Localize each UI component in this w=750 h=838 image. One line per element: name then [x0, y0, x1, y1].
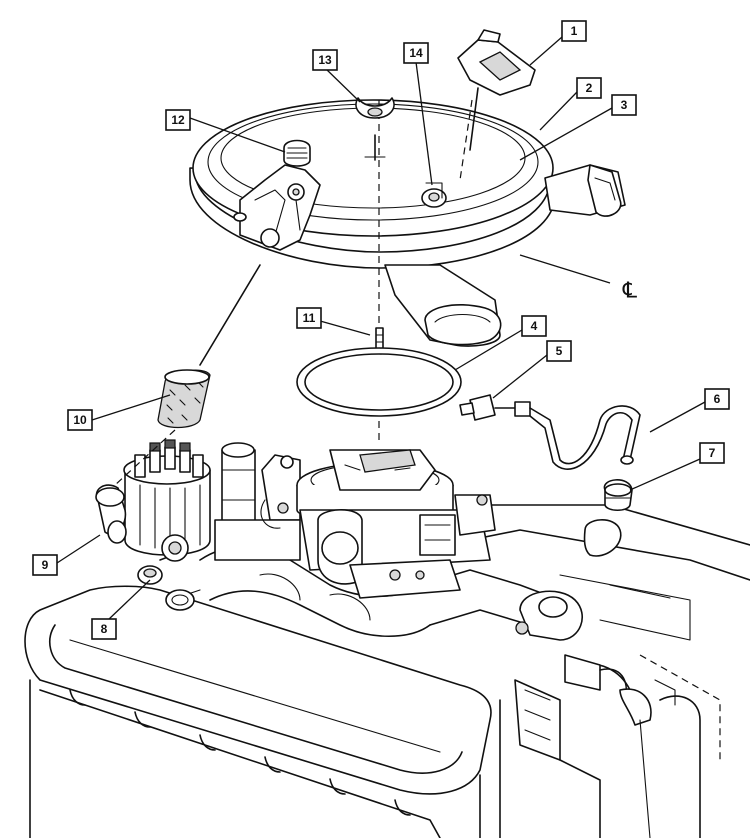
callout-7: 7 [699, 442, 725, 464]
callout-4: 4 [521, 315, 547, 337]
carburetor [260, 449, 496, 599]
callout-label: 6 [714, 392, 721, 406]
callout-5: 5 [546, 340, 572, 362]
callout-13: 13 [312, 49, 338, 71]
hose [114, 264, 261, 486]
callout-11: 11 [296, 307, 322, 329]
callout-label: 13 [318, 53, 332, 67]
callout-label: 4 [531, 319, 538, 333]
centerline-symbol: ℄ [622, 278, 638, 303]
elbow-fitting [95, 484, 127, 544]
distributor [123, 439, 211, 562]
air-cleaner-assembly [189, 99, 626, 347]
callout-10: 10 [67, 409, 93, 431]
callout-8: 8 [91, 618, 117, 640]
callout-label: 7 [709, 446, 716, 460]
callout-label: 12 [171, 113, 185, 127]
callout-label: 14 [409, 46, 423, 60]
gasket [296, 347, 462, 417]
callout-9: 9 [32, 554, 58, 576]
engine-block [24, 504, 750, 838]
callout-label: 9 [42, 558, 49, 572]
vacuum-tube [529, 405, 641, 470]
callout-label: 1 [571, 24, 578, 38]
grommet-right [583, 479, 633, 557]
leader-lines [56, 36, 706, 621]
callout-2: 2 [576, 77, 602, 99]
callout-label: 5 [556, 344, 563, 358]
temp-sensor [457, 29, 536, 181]
vacuum-fitting [459, 394, 531, 421]
callout-label: 10 [73, 413, 87, 427]
callout-12: 12 [165, 109, 191, 131]
callout-label: 8 [101, 622, 108, 636]
callout-label: 11 [303, 311, 316, 325]
callout-14: 14 [403, 42, 429, 64]
grommet-valve-cover [137, 565, 195, 611]
callout-label: 2 [586, 81, 593, 95]
callout-3: 3 [611, 94, 637, 116]
callout-6: 6 [704, 388, 730, 410]
callout-label: 3 [621, 98, 628, 112]
coil-assembly [214, 442, 301, 561]
pcv-cap [283, 139, 311, 167]
callout-1: 1 [561, 20, 587, 42]
wing-nut [355, 97, 395, 119]
